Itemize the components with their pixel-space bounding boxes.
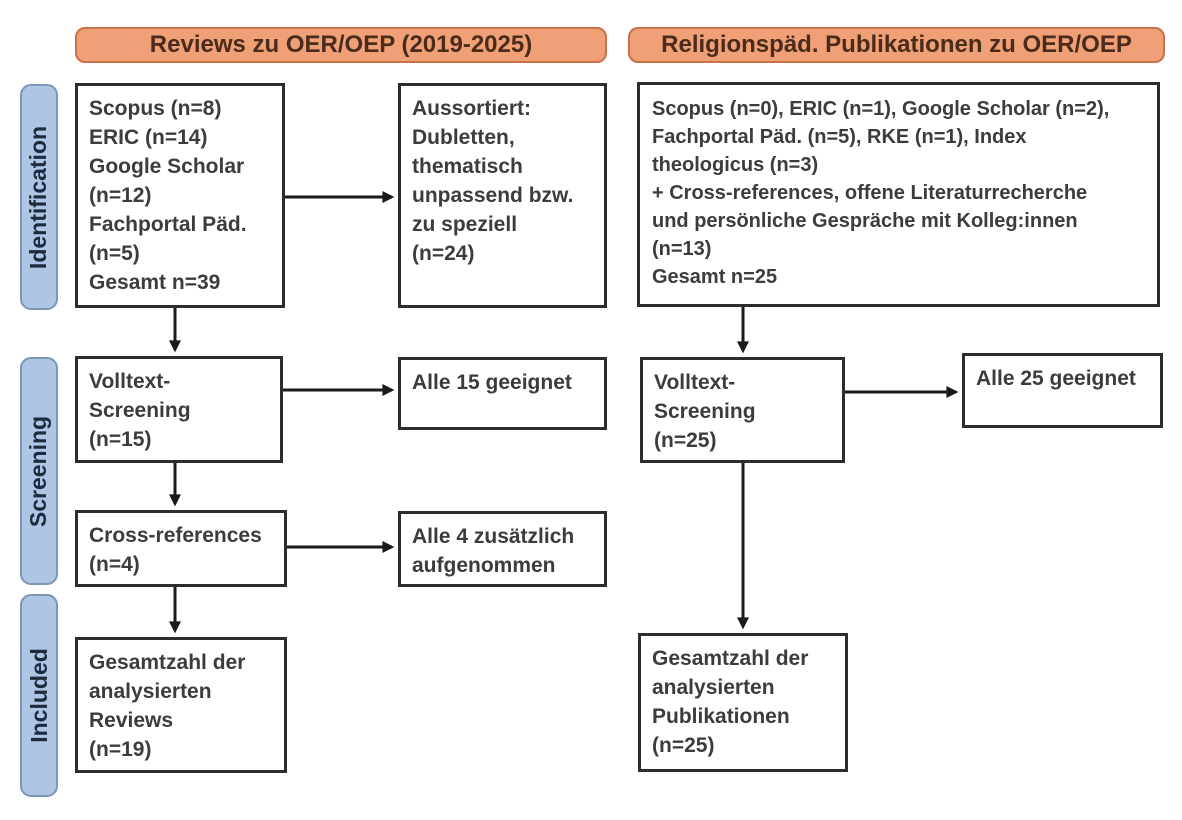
stage-label-included: Included <box>20 594 58 797</box>
box-right-sources: Scopus (n=0), ERIC (n=1), Google Scholar… <box>637 82 1160 307</box>
box-left-sources: Scopus (n=8) ERIC (n=14) Google Scholar … <box>75 83 285 308</box>
stage-label-identification-text: Identification <box>25 125 52 269</box>
stage-label-screening: Screening <box>20 357 58 585</box>
box-left-cross-references: Cross-references (n=4) <box>75 510 287 587</box>
box-right-included-total: Gesamtzahl der analysierten Publikatione… <box>638 633 848 772</box>
stage-label-screening-text: Screening <box>25 415 52 527</box>
box-left-fulltext-screening: Volltext- Screening (n=15) <box>75 356 283 463</box>
box-left-excluded: Aussortiert: Dubletten, thematisch unpas… <box>398 83 607 308</box>
column-header-reviews: Reviews zu OER/OEP (2019-2025) <box>75 27 607 63</box>
box-left-cross-references-result: Alle 4 zusätzlich aufgenommen <box>398 511 607 587</box>
box-right-fulltext-result: Alle 25 geeignet <box>962 353 1163 428</box>
stage-label-identification: Identification <box>20 84 58 310</box>
box-right-fulltext-screening: Volltext- Screening (n=25) <box>640 357 845 463</box>
box-left-included-total: Gesamtzahl der analysierten Reviews (n=1… <box>75 637 287 773</box>
box-left-fulltext-result: Alle 15 geeignet <box>398 357 607 430</box>
stage-label-included-text: Included <box>25 648 52 743</box>
column-header-religion-publications: Religionspäd. Publikationen zu OER/OEP <box>628 27 1165 63</box>
